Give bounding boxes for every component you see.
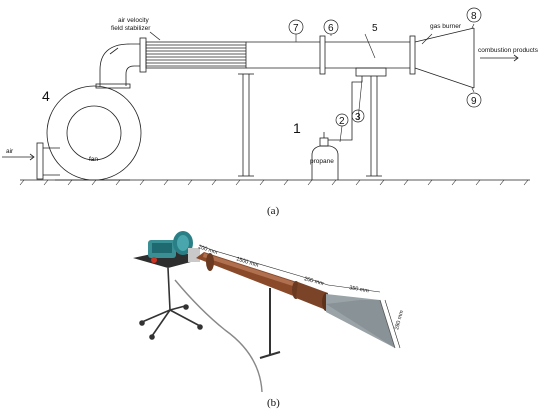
air-velocity-label-2: field stabilizer	[111, 25, 151, 32]
caption-a: (a)	[267, 205, 280, 217]
number-5: 5	[372, 23, 378, 34]
dim-350mm: 350 mm	[349, 285, 370, 294]
caption-b: (b)	[267, 397, 280, 409]
dim-280mm: 280 mm	[394, 309, 405, 330]
ground-line	[19, 179, 530, 186]
schematic-a	[2, 7, 530, 186]
main-pipe	[196, 252, 300, 297]
number-6: 6	[328, 23, 334, 34]
dim-200mm-b: 200 mm	[303, 276, 324, 287]
pipe-flange-1	[206, 253, 214, 271]
mid-pipe	[296, 282, 328, 310]
cart-stand	[139, 267, 203, 340]
fan-unit	[148, 231, 200, 263]
power-cable	[174, 279, 263, 393]
air-velocity-label-1: air velocity	[118, 17, 149, 24]
gas-burner-label: gas burner	[430, 23, 462, 30]
elbow-duct	[95, 43, 140, 89]
number-8: 8	[471, 11, 477, 22]
number-1: 1	[293, 120, 301, 136]
air-arrow	[2, 153, 35, 161]
number-3: 3	[355, 112, 361, 123]
schematic-labels: air velocity field stabilizer gas burner…	[6, 11, 539, 217]
air-velocity-field-stabilizer	[139, 31, 247, 73]
duct-supports	[238, 73, 382, 177]
air-label: air	[6, 148, 14, 155]
number-9: 9	[471, 96, 477, 107]
dimension-lines	[198, 244, 401, 349]
propane-label: propane	[310, 158, 334, 165]
number-circles	[288, 7, 482, 127]
fan-label: fan	[89, 156, 98, 163]
number-4: 4	[42, 88, 50, 104]
main-duct	[246, 27, 475, 89]
combustion-products-label: combustion products	[478, 47, 539, 54]
dim-200mm-a: 200 mm	[197, 244, 218, 256]
number-7: 7	[293, 23, 299, 34]
fan	[36, 85, 142, 181]
burner-cone-shade	[326, 300, 395, 348]
number-2: 2	[339, 116, 345, 127]
main-pipe-highlight	[203, 253, 300, 288]
leader-lines	[295, 23, 475, 143]
photo-b: 200 mm 1500 mm 200 mm 350 mm 280 mm (b)	[133, 231, 405, 409]
exhaust-arrow	[480, 54, 519, 62]
pipe-support	[259, 288, 281, 359]
